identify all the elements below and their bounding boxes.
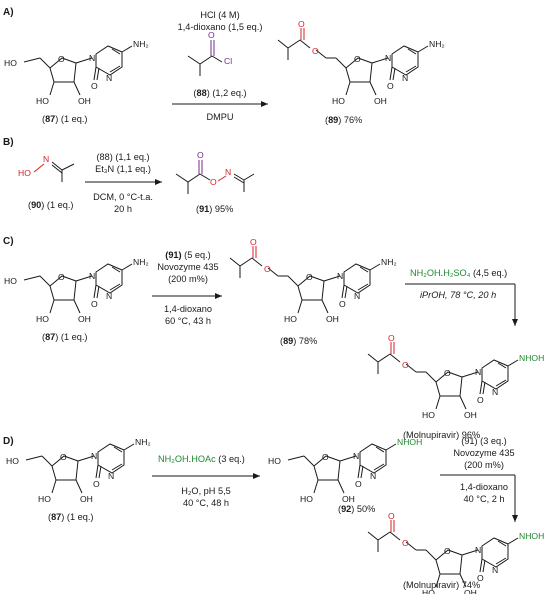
svg-text:(89) 78%: (89) 78% <box>280 336 317 346</box>
svg-text:O: O <box>312 46 319 56</box>
svg-text:1,4-dioxano (1,5 eq.): 1,4-dioxano (1,5 eq.) <box>178 22 263 32</box>
svg-text:HO: HO <box>36 96 49 106</box>
svg-text:HO: HO <box>38 494 51 504</box>
svg-text:N: N <box>43 154 49 164</box>
svg-text:(88) (1,2 eq.): (88) (1,2 eq.) <box>193 88 246 98</box>
svg-text:O: O <box>388 511 395 521</box>
oxime-ester-91: O O N <box>175 150 255 194</box>
svg-text:(91) (3 eq.): (91) (3 eq.) <box>461 436 506 446</box>
svg-text:(87) (1 eq.): (87) (1 eq.) <box>48 512 93 522</box>
section-d: D) HO HO OH NH₂ (87) (1 eq.) NH₂OH.HOAc … <box>3 436 544 594</box>
svg-text:Novozyme 435: Novozyme 435 <box>157 262 218 272</box>
section-a: A) HO HO OH NH₂ (87) (1 eq.) HCl (4 M) 1… <box>3 7 445 125</box>
svg-text:OH: OH <box>78 314 91 324</box>
svg-text:NH₂: NH₂ <box>381 257 397 267</box>
svg-text:OH: OH <box>326 314 339 324</box>
svg-text:(88) (1,1 eq.): (88) (1,1 eq.) <box>96 152 149 162</box>
svg-text:OH: OH <box>464 410 477 420</box>
svg-text:NH₂OH.HOAc (3 eq.): NH₂OH.HOAc (3 eq.) <box>158 454 245 464</box>
molnupiravir-c: O O HO OH NHOH <box>367 333 544 420</box>
svg-text:20 h: 20 h <box>114 204 132 214</box>
svg-text:(87) (1 eq.): (87) (1 eq.) <box>42 332 87 342</box>
svg-text:HCl (4 M): HCl (4 M) <box>200 10 239 20</box>
svg-text:60 °C, 43 h: 60 °C, 43 h <box>165 316 211 326</box>
svg-text:O: O <box>402 360 409 370</box>
svg-text:NH₂OH.H₂SO₄ (4,5 eq.): NH₂OH.H₂SO₄ (4,5 eq.) <box>410 268 507 278</box>
svg-text:(90) (1 eq.): (90) (1 eq.) <box>28 200 73 210</box>
oxime-90: HO N <box>18 154 75 182</box>
svg-text:40 °C, 48 h: 40 °C, 48 h <box>183 498 229 508</box>
svg-text:O: O <box>388 333 395 343</box>
svg-text:O: O <box>210 177 217 187</box>
svg-text:40 °C, 2 h: 40 °C, 2 h <box>464 494 505 504</box>
compound-87-d: HO HO OH NH₂ <box>6 437 151 504</box>
svg-text:H₂O, pH 5,5: H₂O, pH 5,5 <box>181 486 231 496</box>
svg-text:(200 m%): (200 m%) <box>168 274 208 284</box>
svg-text:O: O <box>208 30 215 40</box>
svg-text:O: O <box>197 150 204 160</box>
svg-text:N: N <box>225 167 231 177</box>
svg-text:(Molnupiravir) 74%: (Molnupiravir) 74% <box>403 580 480 590</box>
svg-text:Novozyme 435: Novozyme 435 <box>453 448 514 458</box>
svg-text:HO: HO <box>422 410 435 420</box>
svg-text:iPrOH, 78 °C, 20 h: iPrOH, 78 °C, 20 h <box>420 290 496 300</box>
svg-text:OH: OH <box>342 494 355 504</box>
svg-text:HO: HO <box>332 96 345 106</box>
svg-text:HO: HO <box>36 314 49 324</box>
compound-89-c: O O HO OH NH₂ <box>229 237 397 324</box>
svg-text:HO: HO <box>268 456 281 466</box>
molnupiravir-d: O O HO OH NHOH <box>367 511 544 594</box>
acyl-chloride-88: O Cl <box>187 30 232 76</box>
svg-text:(200 m%): (200 m%) <box>464 460 504 470</box>
svg-text:OH: OH <box>78 96 91 106</box>
svg-text:NHOH: NHOH <box>519 353 544 363</box>
svg-text:1,4-dioxano: 1,4-dioxano <box>460 482 508 492</box>
svg-text:NH₂: NH₂ <box>135 437 151 447</box>
svg-text:NH₂: NH₂ <box>133 257 149 267</box>
svg-text:HO: HO <box>284 314 297 324</box>
svg-text:1,4-dioxano: 1,4-dioxano <box>164 304 212 314</box>
section-b: B) HO N (90) (1 eq.) (88) (1,1 eq.) Et₃N… <box>3 137 255 214</box>
svg-text:(91) 95%: (91) 95% <box>196 204 233 214</box>
svg-text:NHOH: NHOH <box>519 531 544 541</box>
compound-87-a: HO HO OH NH₂ <box>4 39 149 106</box>
compound-92: HO HO OH NHOH <box>268 437 422 504</box>
svg-text:OH: OH <box>374 96 387 106</box>
svg-text:OH: OH <box>464 588 477 594</box>
svg-text:O: O <box>250 237 257 247</box>
svg-text:(92) 50%: (92) 50% <box>338 504 375 514</box>
svg-text:HO: HO <box>300 494 313 504</box>
section-c-label: C) <box>3 236 14 247</box>
svg-text:O: O <box>402 538 409 548</box>
svg-text:(89) 76%: (89) 76% <box>325 115 362 125</box>
svg-text:HO: HO <box>422 588 435 594</box>
compound-87-c: HO HO OH NH₂ <box>4 257 149 324</box>
section-c: C) HO HO OH NH₂ (87) (1 eq.) (91) (5 eq.… <box>3 236 544 440</box>
compound-87-caption-a: (87) (1 eq.) <box>42 114 87 124</box>
svg-text:O: O <box>264 264 271 274</box>
svg-text:DMPU: DMPU <box>206 112 233 122</box>
svg-text:OH: OH <box>80 494 93 504</box>
compound-89-a: O O HO OH NH₂ <box>277 19 445 106</box>
svg-text:HO: HO <box>6 456 19 466</box>
svg-text:NH₂: NH₂ <box>429 39 445 49</box>
svg-text:NHOH: NHOH <box>397 437 422 447</box>
section-b-label: B) <box>3 137 14 148</box>
svg-text:HO: HO <box>4 58 17 68</box>
svg-text:(Molnupiravir) 96%: (Molnupiravir) 96% <box>403 430 480 440</box>
section-d-label: D) <box>3 436 14 447</box>
svg-text:HO: HO <box>18 168 31 178</box>
svg-text:Cl: Cl <box>224 56 232 66</box>
section-a-label: A) <box>3 7 14 18</box>
svg-text:O: O <box>298 19 305 29</box>
svg-text:HO: HO <box>4 276 17 286</box>
svg-text:Et₃N (1,1 eq.): Et₃N (1,1 eq.) <box>95 164 151 174</box>
svg-text:NH₂: NH₂ <box>133 39 149 49</box>
svg-text:(91) (5 eq.): (91) (5 eq.) <box>165 250 210 260</box>
svg-text:DCM, 0 °C-t.a.: DCM, 0 °C-t.a. <box>93 192 153 202</box>
